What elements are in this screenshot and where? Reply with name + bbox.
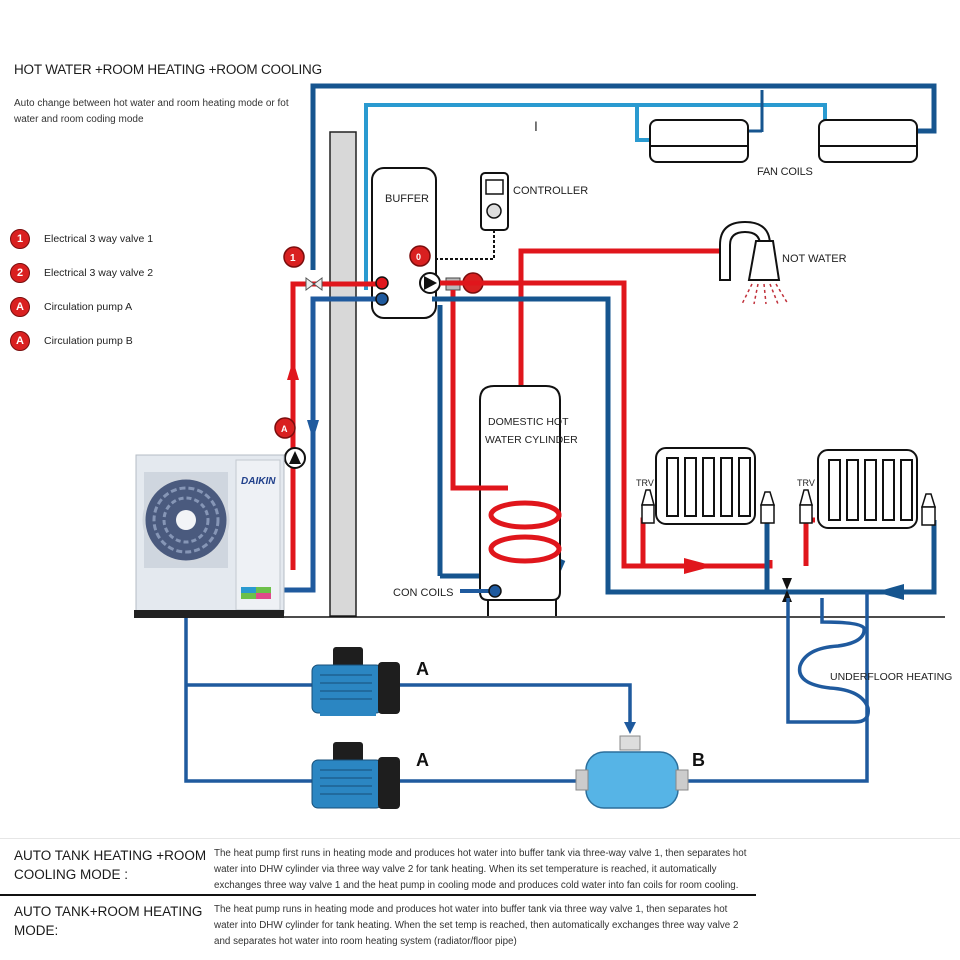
fan-coil-return-pipe bbox=[310, 83, 937, 270]
pump-a-badge-icon: A bbox=[10, 297, 30, 317]
controller-icon bbox=[480, 172, 509, 231]
buffer-label: BUFFER bbox=[385, 193, 429, 205]
mode-divider bbox=[0, 894, 756, 896]
underfloor-heating-loop bbox=[786, 598, 870, 724]
valve-1-marker-label: 1 bbox=[290, 253, 296, 264]
radiator-1 bbox=[655, 447, 756, 525]
legend-label: Electrical 3 way valve 2 bbox=[44, 267, 154, 279]
controller-wire bbox=[436, 230, 495, 260]
fan-coils-label: FAN COILS bbox=[757, 166, 813, 178]
three-way-valve-1-icon bbox=[305, 277, 323, 291]
valve-1-marker bbox=[283, 246, 305, 268]
legend-item-valve-2: 2 Electrical 3 way valve 2 bbox=[10, 256, 153, 290]
con-coils-port bbox=[488, 584, 502, 598]
legend-label: Circulation pump A bbox=[44, 301, 133, 313]
trv-valve-1-icon bbox=[641, 489, 655, 524]
mode-description: The heat pump runs in heating mode and p… bbox=[214, 904, 739, 947]
buffer-cold-port bbox=[375, 292, 389, 306]
pump-a-marker bbox=[274, 417, 296, 439]
mode-title: AUTO TANK+ROOM HEATING MODE: bbox=[14, 904, 203, 938]
flow-arrow-up-icon bbox=[287, 360, 299, 380]
con-coils-label: CON COILS bbox=[393, 587, 454, 599]
cylinder-label-line2: WATER CYLINDER bbox=[485, 434, 578, 446]
hot-water-shower-icon bbox=[719, 220, 781, 281]
valve-2-marker bbox=[409, 245, 431, 267]
pump-a-marker-label: A bbox=[281, 424, 288, 434]
trv-label-1: TRV bbox=[636, 478, 654, 488]
lockshield-valve-icon bbox=[759, 491, 937, 526]
circulation-pump-a-icon bbox=[284, 447, 306, 469]
dhw-cylinder bbox=[479, 385, 561, 601]
circulation-pump-b-icon bbox=[575, 735, 689, 809]
pump-b-label: B bbox=[692, 750, 705, 770]
hot-supply-pipe-left bbox=[290, 281, 378, 570]
valve-2-marker-label: 0 bbox=[416, 252, 421, 262]
underfloor-heating-label: UNDERFLOOR HEATING bbox=[830, 671, 952, 683]
cylinder-label-line1: DOMESTIC HOT bbox=[488, 416, 569, 428]
mode-description: The heat pump first runs in heating mode… bbox=[214, 848, 747, 891]
circulation-pump-a-top-icon bbox=[311, 647, 400, 716]
valve-1-badge-icon: 1 bbox=[10, 229, 30, 249]
pump-b-badge-icon: A bbox=[10, 331, 30, 351]
pipe-marker: I bbox=[534, 118, 538, 134]
section-separator bbox=[0, 838, 960, 839]
circulation-pump-a-bottom-icon bbox=[311, 742, 400, 809]
coil-loop bbox=[488, 500, 562, 530]
page-title: HOT WATER +ROOM HEATING +ROOM COOLING bbox=[14, 62, 322, 77]
wall-column bbox=[329, 131, 357, 617]
pump-bottom-label: A bbox=[416, 750, 429, 770]
daikin-brand-label: DAIKIN bbox=[241, 476, 276, 487]
bypass-valve-icon bbox=[782, 578, 792, 590]
trv-valve-2-icon bbox=[799, 489, 813, 524]
mode-row-cooling: AUTO TANK HEATING +ROOM COOLING MODE : T… bbox=[14, 846, 756, 894]
heating-system-diagram: I FAN COILS BUFFER CONTROLLER 1 A bbox=[134, 83, 952, 809]
lower-circuit-pipe bbox=[184, 592, 869, 783]
legend: 1 Electrical 3 way valve 1 2 Electrical … bbox=[10, 222, 153, 358]
trv-label-2: TRV bbox=[797, 478, 815, 488]
fan-coil-2 bbox=[818, 119, 918, 163]
daikin-heat-pump-unit bbox=[134, 454, 285, 618]
coil-loop bbox=[488, 534, 562, 564]
flow-arrow-right-icon bbox=[684, 558, 714, 574]
legend-item-pump-a: A Circulation pump A bbox=[10, 290, 153, 324]
hot-water-label: NOT WATER bbox=[782, 253, 847, 265]
page-subtitle: Auto change between hot water and room h… bbox=[14, 98, 289, 125]
mode-title: AUTO TANK HEATING +ROOM COOLING MODE : bbox=[14, 848, 207, 882]
water-spray-icon bbox=[741, 283, 789, 305]
valve-2-badge-icon: 2 bbox=[10, 263, 30, 283]
legend-item-pump-b: A Circulation pump B bbox=[10, 324, 153, 358]
radiator-2 bbox=[817, 449, 918, 529]
legend-label: Electrical 3 way valve 1 bbox=[44, 233, 154, 245]
controller-label: CONTROLLER bbox=[513, 185, 588, 197]
cold-return-pipe-left bbox=[284, 296, 380, 593]
fan-coil-1 bbox=[649, 119, 749, 163]
legend-item-valve-1: 1 Electrical 3 way valve 1 bbox=[10, 222, 153, 256]
flow-arrow-down-icon bbox=[307, 420, 319, 440]
legend-label: Circulation pump B bbox=[44, 335, 133, 347]
buffer-hot-port bbox=[375, 276, 389, 290]
mode-row-heating: AUTO TANK+ROOM HEATING MODE: The heat pu… bbox=[14, 902, 756, 950]
pump-top-label: A bbox=[416, 659, 429, 679]
flow-arrow-down-icon bbox=[624, 722, 636, 734]
flow-arrow-left-icon bbox=[876, 584, 904, 600]
buffer-outlet-pump-icon bbox=[419, 272, 441, 294]
